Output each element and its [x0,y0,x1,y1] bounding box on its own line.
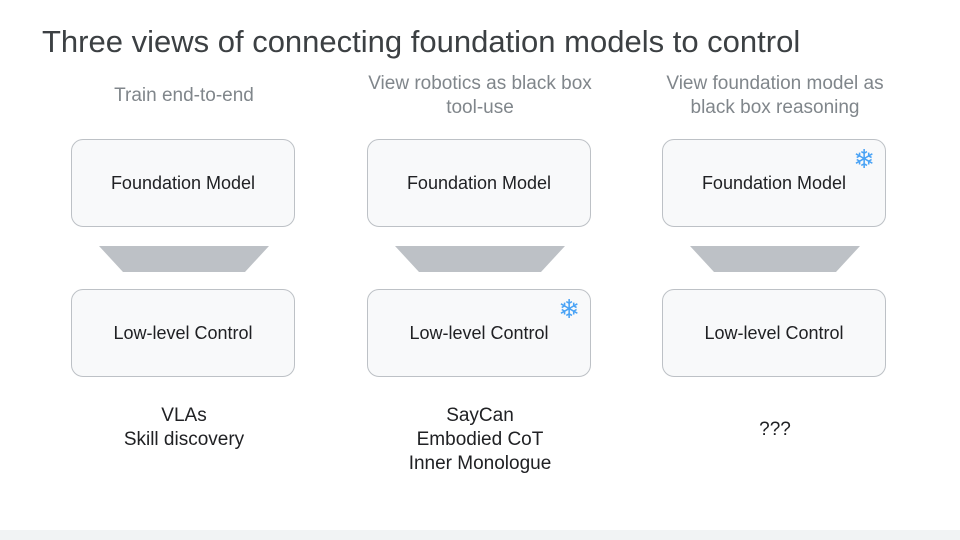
column-header-tool-use: View robotics as black box tool-use [350,72,610,120]
example-item: VLAs [161,405,207,426]
box-label: Low-level Control [704,322,844,343]
examples-end-to-end: VLAs Skill discovery [54,404,314,452]
foundation-model-box-reasoning: ❄ Foundation Model [662,139,886,227]
examples-reasoning: ??? [645,418,905,442]
trapezoid-connector [395,246,565,272]
example-item: ??? [759,419,791,440]
low-level-control-box-tool-use: ❄ Low-level Control [367,289,591,377]
box-label: Foundation Model [110,172,256,193]
trapezoid-connector [690,246,860,272]
footer-bar [0,530,960,540]
box-label: Foundation Model [701,172,847,193]
foundation-model-box-end-to-end: Foundation Model [71,139,295,227]
column-header-text: View robotics as black box tool-use [368,73,592,118]
column-header-text: View foundation model as black box reaso… [666,73,884,118]
example-item: Embodied CoT [416,429,544,450]
slide-title: Three views of connecting foundation mod… [42,24,801,59]
column-header-end-to-end: Train end-to-end [114,85,254,106]
trapezoid-connector [99,246,269,272]
box-label: Low-level Control [113,322,253,343]
example-item: SayCan [446,405,514,426]
box-label: Foundation Model [406,172,552,193]
snowflake-icon: ❄ [558,294,580,324]
examples-tool-use: SayCan Embodied CoT Inner Monologue [350,404,610,476]
example-item: Skill discovery [123,429,245,450]
low-level-control-box-end-to-end: Low-level Control [71,289,295,377]
low-level-control-box-reasoning: Low-level Control [662,289,886,377]
foundation-model-box-tool-use: Foundation Model [367,139,591,227]
snowflake-icon: ❄ [853,144,875,174]
box-label: Low-level Control [409,322,549,343]
example-item: Inner Monologue [408,453,552,474]
column-header-reasoning: View foundation model as black box reaso… [645,72,905,120]
